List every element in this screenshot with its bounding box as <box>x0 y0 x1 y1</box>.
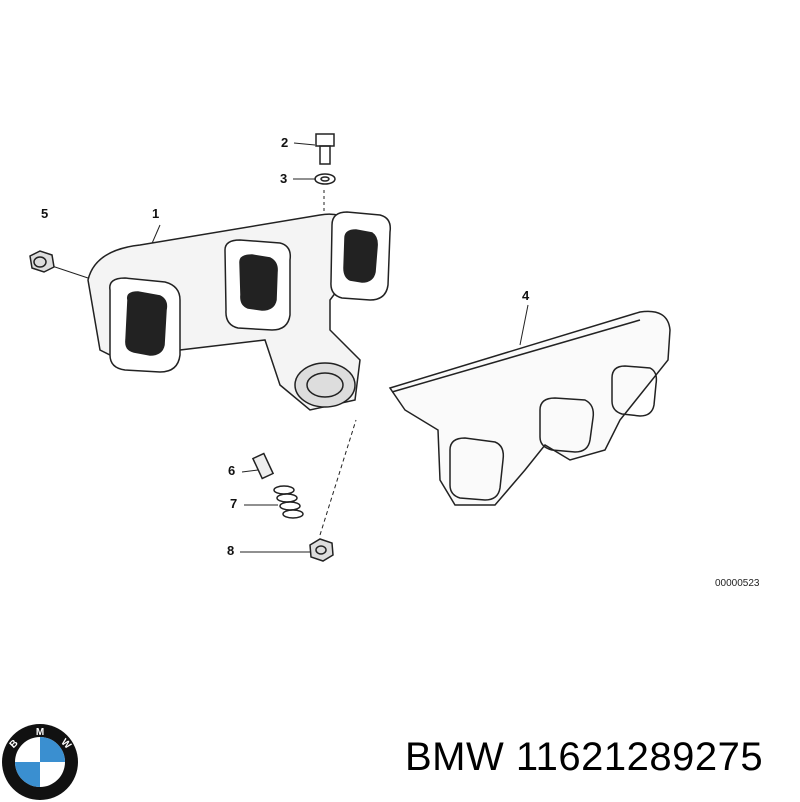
callout-1: 1 <box>152 206 160 221</box>
callout-6: 6 <box>228 463 236 478</box>
nut-part-5 <box>29 250 55 273</box>
bolt-part-2 <box>314 133 336 185</box>
leader-lines <box>51 142 529 553</box>
callout-4: 4 <box>522 288 530 303</box>
spring-part-7 <box>273 485 304 519</box>
part-number-label: BMW 11621289275 <box>405 735 764 779</box>
catalog-number: 00000523 <box>715 578 760 589</box>
svg-text:M: M <box>36 727 44 738</box>
stud-part-6 <box>251 452 275 480</box>
callout-5: 5 <box>41 206 49 221</box>
bmw-logo: M B W <box>2 724 78 800</box>
nut-part-8 <box>309 538 334 562</box>
exhaust-manifold-diagram <box>29 133 671 562</box>
callout-7: 7 <box>230 496 238 511</box>
callout-2: 2 <box>281 135 289 150</box>
manifold-part-1 <box>87 211 392 411</box>
callout-3: 3 <box>280 171 288 186</box>
heat-shield-part-4 <box>388 310 671 506</box>
callout-8: 8 <box>227 543 235 558</box>
